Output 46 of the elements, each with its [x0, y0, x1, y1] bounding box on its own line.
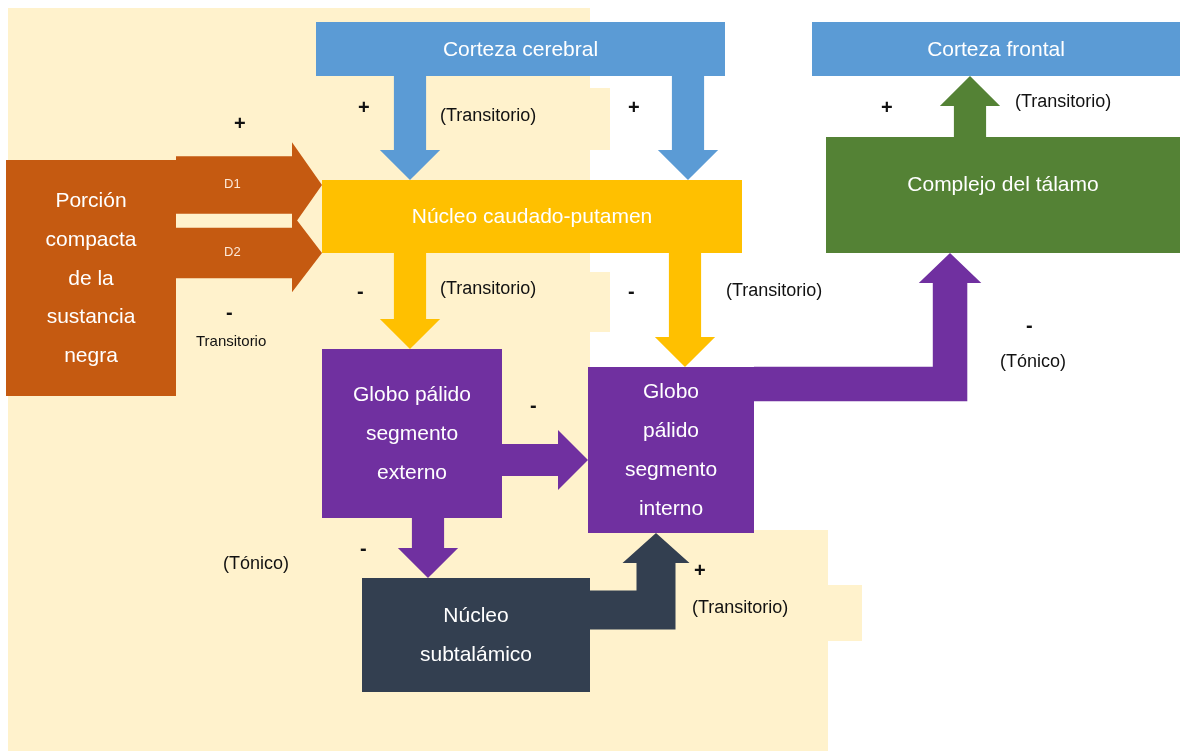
cortex-box: [316, 22, 725, 76]
block-arrow: [502, 429, 588, 491]
edge-label: D1: [224, 177, 241, 190]
globus-pallidus-box: [588, 367, 754, 533]
annotation-label: (Transitorio): [726, 281, 823, 299]
edge-label: D2: [224, 245, 241, 258]
node-label: Corteza frontal: [927, 35, 1065, 62]
block-arrow: [397, 518, 459, 578]
block-arrow: [379, 253, 441, 349]
annotation-label: (Transitorio): [440, 279, 537, 297]
node-label: Núcleo subtalámico: [418, 602, 534, 667]
nucleus-box: [6, 160, 176, 396]
block-arrow: [657, 76, 719, 180]
nucleus-box: [362, 578, 590, 692]
thalamus-box: [826, 137, 1180, 253]
sign-label: +: [881, 97, 893, 117]
node-label: Porción compacta de la sustancia negra: [44, 186, 138, 369]
sign-label: +: [358, 97, 370, 117]
block-arrow: [939, 76, 1001, 137]
node-label: Núcleo caudado-putamen: [411, 203, 653, 230]
node-label: Corteza cerebral: [442, 35, 599, 62]
annotation-label: (Transitorio): [692, 598, 789, 616]
node-label: Globo pálido segmento externo: [352, 381, 472, 485]
annotation-label: (Tónico): [1000, 352, 1066, 370]
block-arrow: [754, 253, 982, 402]
sign-label: +: [628, 97, 640, 117]
sign-label: -: [530, 395, 537, 415]
sign-label: -: [226, 302, 233, 322]
annotation-label: (Transitorio): [1015, 92, 1112, 110]
annotation-label: (Tónico): [223, 554, 289, 572]
node-label: Globo pálido segmento interno: [623, 378, 719, 521]
node-label: Complejo del tálamo: [907, 171, 1099, 197]
sign-label: -: [357, 281, 364, 301]
block-arrow: [654, 253, 716, 367]
sign-label: -: [628, 281, 635, 301]
globus-pallidus-box: [322, 349, 502, 518]
sign-label: +: [234, 113, 246, 133]
cortex-box: [812, 22, 1180, 76]
block-arrow: [379, 76, 441, 180]
sign-label: -: [1026, 315, 1033, 335]
annotation-label: (Transitorio): [440, 106, 537, 124]
nucleus-box: [322, 180, 742, 253]
block-arrow: [590, 533, 690, 630]
sign-label: +: [694, 560, 706, 580]
sign-label: -: [360, 538, 367, 558]
annotation-label: Transitorio: [196, 333, 267, 348]
